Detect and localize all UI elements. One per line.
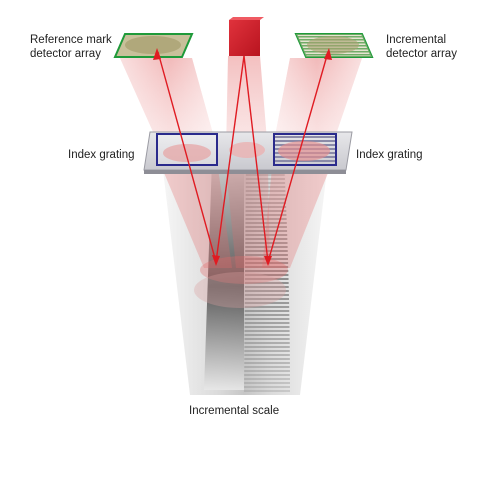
scale-grating-line — [244, 374, 290, 376]
index-grating-plate — [143, 131, 353, 174]
scale-grating-line — [245, 238, 288, 240]
beam-to-reference-detector — [120, 58, 218, 152]
scale-grating-line — [245, 194, 286, 196]
scale-grating-line — [244, 298, 290, 300]
scale-grating-line — [244, 346, 290, 348]
scale-grating-line — [244, 282, 289, 284]
scale-grating-line — [244, 322, 290, 324]
scale-grating-line — [244, 318, 290, 320]
scale-grating-line — [245, 230, 288, 232]
scale-grating-line — [244, 342, 290, 344]
scale-grating-line — [244, 306, 290, 308]
scale-grating-line — [245, 222, 287, 224]
scale-grating-line — [245, 262, 289, 264]
scale-grating-line — [245, 266, 289, 268]
scale-grating-line — [244, 334, 290, 336]
scale-grating-line — [244, 290, 289, 292]
ray-arrowheads — [153, 48, 332, 266]
scale-grating-line — [244, 338, 290, 340]
scale-grating-line — [245, 186, 286, 188]
beam-to-incremental-detector — [272, 58, 362, 152]
scale-grating-line — [244, 278, 289, 280]
scale-grating-line — [245, 190, 286, 192]
scale-grating-line — [244, 382, 290, 384]
scale-grating-line — [244, 390, 290, 392]
scale-grating-line — [244, 302, 290, 304]
scale-grating-line — [244, 370, 290, 372]
reference-detector-label-line2: detector array — [30, 48, 101, 60]
scale-grating-line — [245, 270, 289, 272]
scale-grating-line — [244, 354, 290, 356]
beams-below-grating — [162, 168, 330, 308]
incremental-detector-label-line1: Incremental — [386, 34, 446, 46]
scale-grating-line — [245, 214, 287, 216]
scale-grating-line — [244, 286, 289, 288]
scale-grating-line — [244, 378, 290, 380]
scale-grating-line — [245, 202, 286, 204]
scale-grating-line — [244, 326, 290, 328]
scale-grating-line — [245, 198, 286, 200]
incremental-detector-label-line2: detector array — [386, 48, 457, 60]
beam-from-source — [226, 56, 268, 152]
scale-grating-line — [245, 218, 287, 220]
scale-grating-line — [245, 174, 285, 176]
scale-grating-line — [244, 350, 290, 352]
index-grating-right-label: Index grating — [356, 149, 423, 161]
scale-grating-line — [245, 178, 285, 180]
scale-grating-line — [245, 226, 287, 228]
scale-grating-line — [244, 366, 290, 368]
scale-grating-line — [245, 210, 287, 212]
optical-rays — [157, 51, 329, 263]
scale-grating-line — [244, 358, 290, 360]
scale-grating-line — [244, 386, 290, 388]
scale-grating-line — [244, 330, 290, 332]
incremental-scale-label: Incremental scale — [189, 405, 279, 417]
scale-grating-line — [244, 310, 290, 312]
incremental-detector-array — [294, 33, 374, 58]
light-source — [229, 17, 264, 56]
scale-grating-line — [245, 206, 287, 208]
scale-grating-line — [244, 294, 289, 296]
scale-grating-line — [244, 362, 290, 364]
scale-grating-line — [245, 182, 286, 184]
scale-grating-line — [245, 234, 288, 236]
reference-detector-label-line1: Reference mark — [30, 34, 112, 46]
index-grating-left-label: Index grating — [68, 149, 135, 161]
reference-mark-detector-array — [113, 33, 194, 58]
scale-grating-line — [244, 314, 290, 316]
scale-grating-line — [245, 274, 289, 276]
